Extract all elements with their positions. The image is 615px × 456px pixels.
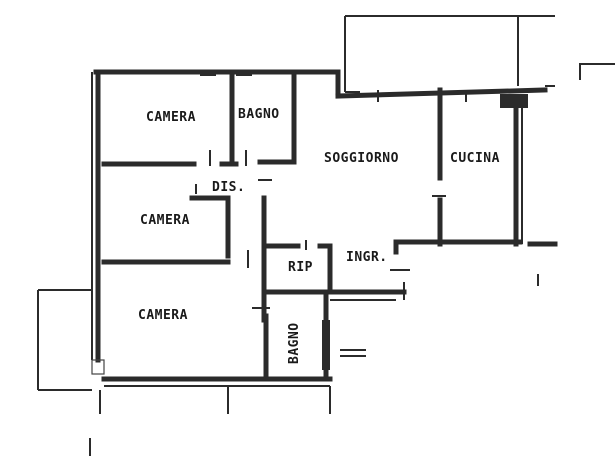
interior-walls	[101, 69, 558, 381]
exterior-walls	[89, 63, 615, 456]
room-label-camera-top: CAMERA	[146, 110, 196, 125]
left-appendix	[37, 289, 105, 391]
room-label-camera-bottom: CAMERA	[138, 308, 188, 323]
door-marks	[195, 90, 539, 309]
room-label-camera-middle: CAMERA	[140, 213, 190, 228]
room-label-ingr: INGR.	[346, 250, 388, 265]
room-label-bagno-bottom: BAGNO	[287, 322, 302, 364]
room-label-cucina: CUCINA	[450, 151, 500, 166]
room-label-rip: RIP	[288, 260, 313, 275]
chimney-block	[200, 70, 528, 370]
room-label-dis: DIS.	[212, 180, 246, 195]
annex-outline	[344, 15, 555, 93]
room-label-bagno-top: BAGNO	[238, 107, 280, 122]
room-label-soggiorno: SOGGIORNO	[324, 151, 399, 166]
